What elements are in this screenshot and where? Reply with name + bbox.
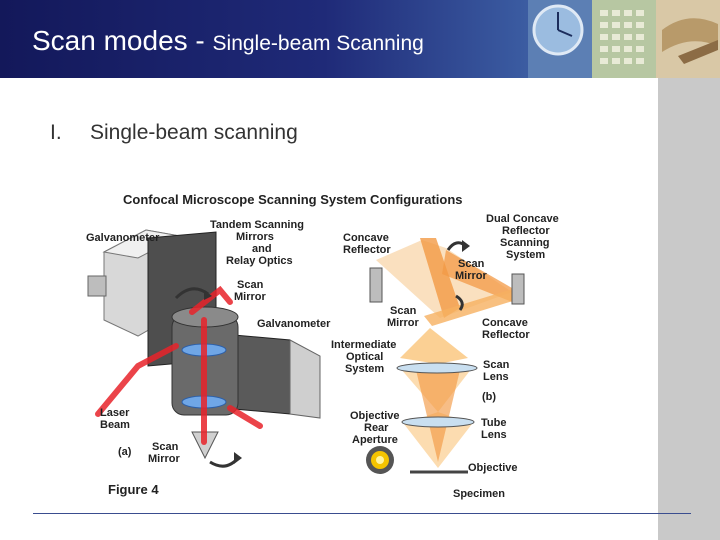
- right-sidebar: [658, 78, 720, 540]
- label-tube-lens-2: Lens: [481, 429, 507, 441]
- slide-header: Scan modes - Single-beam Scanning: [0, 0, 720, 78]
- header-photo-collage: [528, 0, 720, 78]
- confocal-figure: Confocal Microscope Scanning System Conf…: [80, 190, 580, 502]
- label-scan-lens-2: Lens: [483, 371, 509, 383]
- label-intermediate-1: Intermediate: [331, 339, 396, 351]
- label-tandem-scanning-3: and: [252, 243, 272, 255]
- label-scan-mirror-b-left-2: Mirror: [387, 317, 420, 329]
- bullet-number: I.: [50, 121, 90, 145]
- label-concave-right-2: Reflector: [482, 329, 530, 341]
- label-dual-concave-3: Scanning: [500, 237, 550, 249]
- label-panel-b: (b): [482, 391, 496, 403]
- label-scan-mirror-b-left-1: Scan: [390, 305, 417, 317]
- figure-title: Confocal Microscope Scanning System Conf…: [123, 192, 463, 207]
- label-objective-rear-1: Objective: [350, 410, 400, 422]
- label-laser-2: Beam: [100, 419, 130, 431]
- label-dual-concave-4: System: [506, 249, 545, 261]
- slide-title: Scan modes - Single-beam Scanning: [32, 25, 424, 57]
- label-scan-mirror-a-bottom-1: Scan: [152, 441, 179, 453]
- label-objective-rear-3: Aperture: [352, 434, 398, 446]
- label-scan-mirror-b-right-2: Mirror: [455, 270, 488, 282]
- label-intermediate-3: System: [345, 363, 384, 375]
- label-galvanometer-top: Galvanometer: [86, 232, 160, 244]
- bullet-item: I.Single-beam scanning: [50, 121, 298, 145]
- slide-title-main: Scan modes -: [32, 25, 213, 56]
- label-scan-mirror-a-top-1: Scan: [237, 279, 264, 291]
- label-panel-a: (a): [118, 446, 132, 458]
- label-tandem-scanning-1: Tandem Scanning: [210, 219, 304, 231]
- label-concave-right-1: Concave: [482, 317, 528, 329]
- label-dual-concave-1: Dual Concave: [486, 213, 559, 225]
- label-concave-top-2: Reflector: [343, 244, 391, 256]
- label-scan-mirror-b-right-1: Scan: [458, 258, 485, 270]
- label-dual-concave-2: Reflector: [502, 225, 550, 237]
- label-scan-lens-1: Scan: [483, 359, 510, 371]
- label-galvanometer-mid: Galvanometer: [257, 318, 331, 330]
- label-specimen: Specimen: [453, 488, 505, 500]
- label-tandem-scanning-2: Mirrors: [236, 231, 274, 243]
- label-objective: Objective: [468, 462, 518, 474]
- label-tube-lens-1: Tube: [481, 417, 506, 429]
- label-concave-top-1: Concave: [343, 232, 389, 244]
- label-objective-rear-2: Rear: [364, 422, 389, 434]
- bullet-text: Single-beam scanning: [90, 121, 298, 144]
- label-scan-mirror-a-bottom-2: Mirror: [148, 453, 181, 465]
- bottom-rule: [33, 513, 691, 514]
- label-scan-mirror-a-top-2: Mirror: [234, 291, 267, 303]
- label-laser-1: Laser: [100, 407, 130, 419]
- figure-caption: Figure 4: [108, 482, 159, 497]
- label-intermediate-2: Optical: [346, 351, 383, 363]
- aperture-spot-icon: [366, 446, 394, 474]
- label-tandem-scanning-4: Relay Optics: [226, 255, 293, 267]
- slide-title-sub: Single-beam Scanning: [213, 32, 424, 55]
